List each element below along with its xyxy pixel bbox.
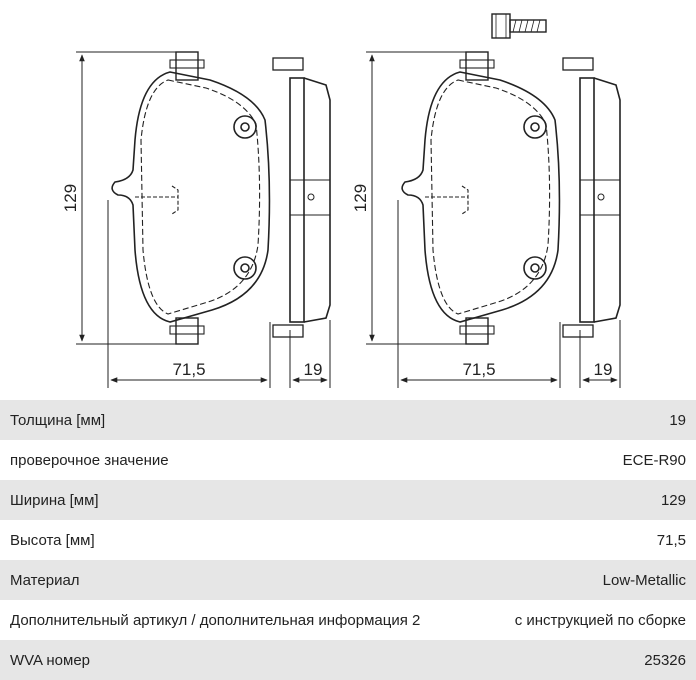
spec-row-thickness: Толщина [мм] 19 [0,400,696,440]
spec-label: Материал [10,571,80,589]
dim-thickness-left: 19 [304,360,323,379]
spec-label: Высота [мм] [10,531,95,549]
brake-pad-right-side-view [562,57,621,338]
brake-pad-left-front-view [111,51,271,345]
spec-value: 129 [660,491,686,509]
dimension-lines [76,51,621,388]
spec-value: 25326 [644,651,686,669]
dim-height-left: 129 [61,184,80,212]
dim-thickness-right: 19 [594,360,613,379]
spec-value: 71,5 [656,531,686,549]
specs-table: Толщина [мм] 19 проверочное значение ECE… [0,400,696,680]
spec-value: ECE-R90 [622,451,686,469]
dim-height-right: 129 [351,184,370,212]
spec-label: Толщина [мм] [10,411,106,429]
spec-row-test-mark: проверочное значение ECE-R90 [0,440,696,480]
dim-width-right: 71,5 [462,360,495,379]
spec-value: с инструкцией по сборке [514,611,686,629]
dim-width-left: 71,5 [172,360,205,379]
brake-pad-left-side-view [272,57,331,338]
technical-drawing: 129 71,5 19 129 71,5 19 [61,13,621,388]
spec-row-material: Материал Low-Metallic [0,560,696,600]
spec-label: проверочное значение [10,451,169,469]
spec-row-additional-info: Дополнительный артикул / дополнительная … [0,600,696,640]
bolt-icon [491,13,547,39]
spec-value: 19 [669,411,686,429]
spec-label: Ширина [мм] [10,491,99,509]
spec-value: Low-Metallic [602,571,686,589]
spec-row-wva-number: WVA номер 25326 [0,640,696,680]
spec-label: WVA номер [10,651,91,669]
brake-pad-right-front-view [401,51,561,345]
spec-row-width: Ширина [мм] 129 [0,480,696,520]
spec-row-height: Высота [мм] 71,5 [0,520,696,560]
spec-label: Дополнительный артикул / дополнительная … [10,611,421,629]
